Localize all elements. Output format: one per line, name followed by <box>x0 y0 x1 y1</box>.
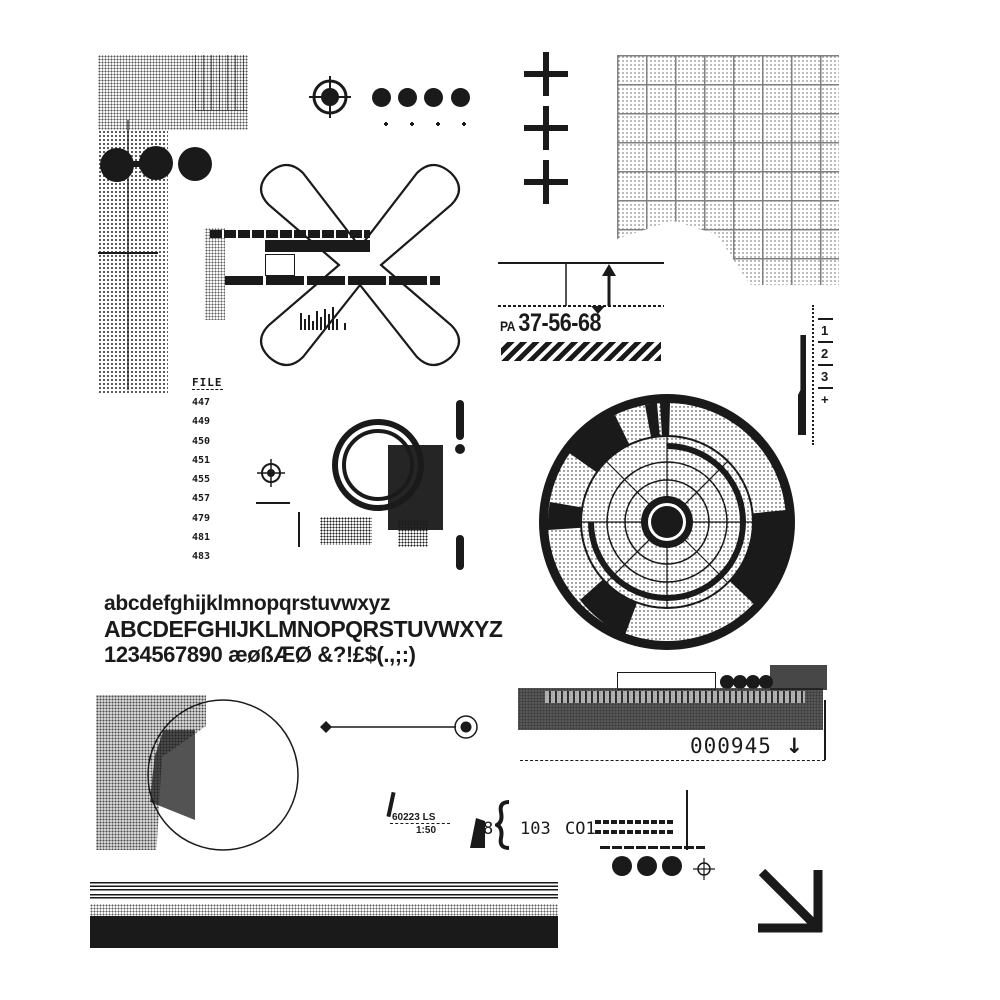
radial-dial-graphic <box>539 394 795 650</box>
file-entry: 457 <box>192 493 211 505</box>
fragment-number-tail: 103 <box>520 819 551 839</box>
hazard-stripe-bar <box>501 342 661 361</box>
line-strip-top <box>90 882 558 892</box>
alphabet-numerals-symbols: 1234567890 æøßÆØ &?!£$(.,;:) <box>104 642 416 667</box>
file-entry: 451 <box>192 454 211 466</box>
baseline-strip <box>600 846 705 849</box>
dot-icon <box>424 88 443 107</box>
counter-baseline <box>520 760 825 761</box>
measure-code: 37-56-68 <box>518 309 602 337</box>
dot-icon <box>455 444 465 454</box>
measurement-diagram <box>498 262 664 314</box>
dashed-line <box>390 823 450 824</box>
curly-brace-icon <box>495 800 510 850</box>
counter-value: 000945 <box>690 734 772 758</box>
machine-strip-top <box>210 230 370 238</box>
measure-prefix: PA <box>500 318 515 334</box>
grid-lines-top-left <box>195 55 247 111</box>
file-entry: 455 <box>192 474 211 486</box>
dashed-strip <box>595 830 675 834</box>
gray-texture-block <box>320 517 372 545</box>
plus-icon <box>524 106 568 150</box>
vertical-line-right <box>686 790 688 850</box>
ruler-bar <box>798 335 806 435</box>
file-entry: 449 <box>192 416 211 428</box>
graph-paper-texture <box>617 55 839 285</box>
fragment-scale-label: 1:50 <box>416 825 437 836</box>
file-entry: 483 <box>192 551 211 563</box>
dot-icon <box>372 88 391 107</box>
dot-icon <box>720 675 734 689</box>
counter-readout: 000945 ↓ <box>690 734 804 758</box>
fragment-code-label: 60223 LS <box>392 812 436 823</box>
small-crosshair-icon <box>693 858 715 880</box>
alphabet-uppercase: ABCDEFGHIJKLMNOPQRSTUVWXYZ <box>104 616 503 642</box>
counter-frame-right <box>824 700 826 760</box>
dot-icon <box>612 856 632 876</box>
alphabet-lowercase: abcdefghijklmnopqrstuvwxyz <box>104 592 391 615</box>
ruler-mark: 3 <box>818 364 833 387</box>
vertical-rule <box>127 120 129 390</box>
file-list-header: FILE <box>192 376 223 390</box>
line-strip-mid <box>90 894 558 900</box>
grunge-bar-bottom <box>90 904 558 916</box>
vertical-pill <box>456 400 464 440</box>
short-vertical-line <box>298 512 300 547</box>
solid-bar-bottom <box>90 916 558 948</box>
plus-icon <box>524 160 568 204</box>
file-entry: 479 <box>192 512 211 524</box>
fragment-text-partial: CO1 <box>565 819 596 839</box>
ruler-marks: 1 2 3 + <box>818 318 833 410</box>
file-entry: 447 <box>192 397 211 408</box>
dot-icon <box>637 856 657 876</box>
plus-icon <box>524 52 568 96</box>
rounded-x-outline-icon <box>259 163 461 367</box>
dot-icon <box>733 675 747 689</box>
dot-icon <box>662 856 682 876</box>
ruler-mark: + <box>818 387 833 410</box>
down-arrow-icon: ↓ <box>785 734 805 758</box>
fragment-number-partial: 8 <box>483 819 494 839</box>
readout-key-strip <box>545 691 805 703</box>
ruler-mark: 2 <box>818 341 833 364</box>
machine-window <box>265 254 295 276</box>
dot-icon <box>100 148 134 182</box>
small-crosshair-icon <box>257 459 285 487</box>
dot-icon <box>451 88 470 107</box>
gray-texture-block <box>398 520 428 547</box>
machine-panel-left <box>205 228 225 320</box>
short-horizontal-line <box>256 502 290 504</box>
ruler-mark: 1 <box>818 318 833 341</box>
dot-icon <box>759 675 773 689</box>
bar-histogram-icon <box>300 307 346 330</box>
file-list: FILE 447 449 450 451 455 457 479 481 483 <box>192 376 223 567</box>
dot-connector <box>130 161 144 167</box>
dot-icon <box>746 675 760 689</box>
small-plus-marks <box>384 122 466 126</box>
horizontal-rule <box>98 252 158 254</box>
grid-block <box>770 665 827 690</box>
dot-icon <box>178 147 212 181</box>
file-entry: 481 <box>192 532 211 544</box>
file-entry: 450 <box>192 435 211 447</box>
dashed-strip <box>595 820 675 824</box>
dot-icon <box>398 88 417 107</box>
vertical-pill <box>456 535 464 570</box>
dot-icon <box>139 146 173 180</box>
arrow-down-right-icon <box>758 868 823 933</box>
ruler-dotted-line <box>812 305 814 445</box>
connector-line-with-target <box>320 715 478 739</box>
crosshair-target-icon <box>309 76 351 118</box>
machine-strip-mid <box>225 276 440 285</box>
dark-grunge-block <box>388 445 443 530</box>
circle-outline-icon <box>147 699 299 851</box>
